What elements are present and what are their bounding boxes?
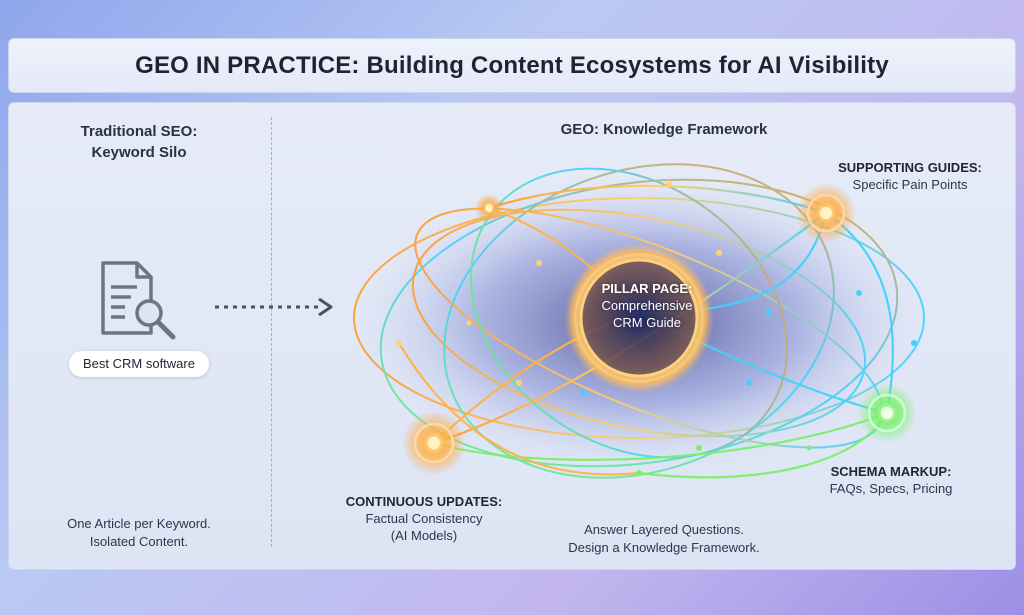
title-bar: GEO IN PRACTICE: Building Content Ecosys… bbox=[8, 38, 1016, 93]
continuous-node bbox=[402, 411, 466, 475]
network-orbits bbox=[353, 163, 925, 479]
geo-framework-heading: GEO: Knowledge Framework bbox=[560, 121, 768, 138]
traditional-seo-heading-line2: Keyword Silo bbox=[91, 144, 187, 161]
traditional-seo-footer-line2: Isolated Content. bbox=[89, 534, 189, 549]
pillar-page-label: PILLAR PAGE: Comprehensive CRM Guide bbox=[577, 280, 717, 331]
traditional-seo-footer: One Article per Keyword. Isolated Conten… bbox=[29, 515, 249, 551]
dotted-arrow-icon bbox=[215, 297, 333, 317]
traditional-seo-heading: Traditional SEO: Keyword Silo bbox=[39, 121, 239, 163]
document-search-icon bbox=[101, 261, 176, 340]
continuous-updates-label: CONTINUOUS UPDATES: Factual Consistency … bbox=[324, 493, 524, 544]
supporting-node bbox=[796, 183, 856, 243]
supporting-guides-label-sub: Specific Pain Points bbox=[852, 177, 968, 192]
schema-markup-label-sub: FAQs, Specs, Pricing bbox=[829, 481, 953, 496]
supporting-guides-label: SUPPORTING GUIDES: Specific Pain Points bbox=[815, 159, 1005, 193]
continuous-updates-label-head: CONTINUOUS UPDATES: bbox=[345, 494, 503, 509]
traditional-seo-heading-line1: Traditional SEO: bbox=[80, 123, 198, 140]
schema-markup-label-head: SCHEMA MARKUP: bbox=[830, 464, 952, 479]
section-divider bbox=[271, 117, 272, 547]
schema-node bbox=[857, 383, 917, 443]
supporting-guides-label-head: SUPPORTING GUIDES: bbox=[838, 160, 982, 175]
pillar-node bbox=[579, 258, 699, 378]
diagram-panel: Traditional SEO: Keyword Silo Best CRM s… bbox=[8, 102, 1016, 570]
network-sparkles bbox=[396, 180, 917, 476]
pillar-page-label-line2: CRM Guide bbox=[613, 315, 681, 330]
continuous-updates-label-line1: Factual Consistency bbox=[365, 511, 483, 526]
knowledge-network-graphic bbox=[349, 163, 929, 479]
pillar-page-label-head: PILLAR PAGE: bbox=[601, 281, 693, 296]
orbit-node-top-left bbox=[475, 194, 503, 222]
answer-line2: Design a Knowledge Framework. bbox=[568, 540, 760, 555]
answer-layered-questions-text: Answer Layered Questions. Design a Knowl… bbox=[534, 521, 794, 557]
traditional-seo-footer-line1: One Article per Keyword. bbox=[67, 516, 211, 531]
continuous-updates-label-line2: (AI Models) bbox=[390, 528, 458, 543]
pillar-page-label-line1: Comprehensive bbox=[601, 298, 693, 313]
page-title: GEO IN PRACTICE: Building Content Ecosys… bbox=[135, 51, 889, 79]
schema-markup-label: SCHEMA MARKUP: FAQs, Specs, Pricing bbox=[801, 463, 981, 497]
keyword-pill: Best CRM software bbox=[69, 351, 209, 377]
answer-line1: Answer Layered Questions. bbox=[584, 522, 744, 537]
